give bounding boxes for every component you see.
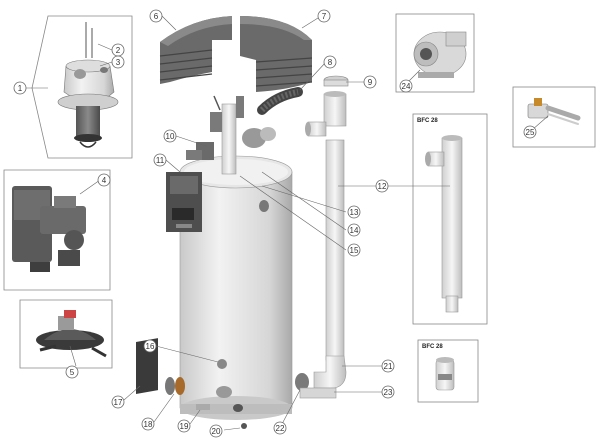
blower	[413, 31, 467, 78]
svg-text:9: 9	[368, 78, 373, 87]
svg-text:5: 5	[70, 368, 75, 377]
callout-5: 5	[65, 365, 79, 379]
callout-16: 16	[143, 339, 157, 353]
vent-cap	[323, 75, 349, 87]
burner-assembly	[57, 22, 119, 148]
svg-text:22: 22	[276, 424, 285, 433]
callout-1: 1	[13, 81, 27, 95]
top-components	[186, 95, 276, 175]
callout-15: 15	[347, 243, 361, 257]
callout-17: 17	[111, 395, 125, 409]
main-vent-pipe	[295, 91, 347, 399]
svg-text:18: 18	[144, 420, 153, 429]
callout-24: 24	[399, 79, 413, 93]
svg-text:6: 6	[154, 12, 159, 21]
svg-text:1: 1	[18, 84, 23, 93]
burner-assembly-frame	[31, 15, 133, 159]
callout-25: 25	[523, 125, 537, 139]
callout-3: 3	[111, 55, 125, 69]
elbow-kit-part	[435, 357, 455, 391]
svg-text:17: 17	[114, 398, 123, 407]
svg-text:21: 21	[384, 362, 393, 371]
svg-text:8: 8	[328, 58, 333, 67]
callout-9: 9	[363, 75, 377, 89]
elbow-kit-title: BFC 28	[422, 344, 443, 350]
svg-text:12: 12	[378, 182, 387, 191]
callout-13: 13	[347, 205, 361, 219]
top-cover-left-half	[159, 16, 232, 84]
callout-18: 18	[141, 417, 155, 431]
control-panel	[166, 172, 202, 232]
callout-11: 11	[153, 153, 167, 167]
callout-22: 22	[273, 421, 287, 435]
svg-text:14: 14	[350, 226, 359, 235]
svg-text:16: 16	[146, 342, 155, 351]
callout-12: 12	[375, 179, 389, 193]
vent-kit-pipe	[425, 135, 463, 313]
drain-access-parts	[136, 338, 247, 429]
callout-7: 7	[317, 9, 331, 23]
callout-10: 10	[163, 129, 177, 143]
svg-text:15: 15	[350, 246, 359, 255]
svg-text:10: 10	[166, 132, 175, 141]
callout-23: 23	[381, 385, 395, 399]
vent-kit-title: BFC 28	[417, 118, 438, 124]
svg-text:2: 2	[116, 46, 121, 55]
gas-valve-frame	[3, 169, 111, 291]
svg-text:4: 4	[102, 176, 107, 185]
igniter-frame	[512, 86, 596, 148]
gas-valve	[12, 186, 86, 272]
callout-2: 2	[111, 43, 125, 57]
flex-hose	[257, 87, 303, 115]
callout-21: 21	[381, 359, 395, 373]
igniter	[527, 98, 581, 125]
svg-text:20: 20	[212, 427, 221, 436]
blower-frame	[395, 13, 475, 93]
top-cover-right-half	[240, 16, 313, 92]
svg-text:11: 11	[156, 156, 165, 165]
svg-text:3: 3	[116, 58, 121, 67]
callout-8: 8	[323, 55, 337, 69]
callout-4: 4	[97, 173, 111, 187]
callout-19: 19	[177, 419, 191, 433]
svg-text:7: 7	[322, 12, 327, 21]
svg-text:24: 24	[402, 82, 411, 91]
callout-6: 6	[149, 9, 163, 23]
pressure-switch-frame	[19, 299, 113, 369]
svg-text:25: 25	[526, 128, 535, 137]
pressure-switch	[36, 310, 107, 358]
callout-20: 20	[209, 424, 223, 438]
svg-text:23: 23	[384, 388, 393, 397]
svg-text:13: 13	[350, 208, 359, 217]
elbow-kit-frame	[417, 339, 479, 403]
svg-text:19: 19	[180, 422, 189, 431]
callout-14: 14	[347, 223, 361, 237]
vent-kit-frame	[412, 113, 488, 325]
